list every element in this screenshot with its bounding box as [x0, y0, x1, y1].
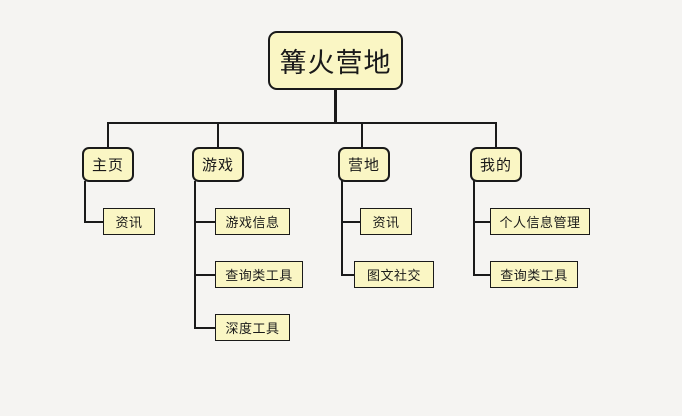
connector-stub-4-1	[473, 221, 491, 223]
node-branch-homepage[interactable]: 主页	[82, 147, 134, 182]
connector-stub-1-1	[84, 221, 104, 223]
node-leaf-mine-profile-management[interactable]: 个人信息管理	[490, 208, 590, 235]
node-leaf-mine-query-tools[interactable]: 查询类工具	[490, 261, 578, 288]
connector-stub-3-2	[341, 274, 361, 276]
node-branch-camp[interactable]: 营地	[338, 147, 390, 182]
node-branch-mine[interactable]: 我的	[470, 147, 522, 182]
connector-spine-branch-3	[341, 181, 343, 275]
connector-bus-to-branch-3	[361, 122, 363, 147]
node-leaf-camp-news[interactable]: 资讯	[360, 208, 412, 235]
connector-horizontal-bus	[108, 122, 497, 124]
node-leaf-games-info[interactable]: 游戏信息	[215, 208, 290, 235]
node-root[interactable]: 篝火营地	[268, 31, 403, 90]
connector-stub-2-2	[194, 274, 216, 276]
connector-spine-branch-1	[84, 181, 86, 222]
connector-bus-to-branch-2	[217, 122, 219, 147]
node-leaf-homepage-news[interactable]: 资讯	[103, 208, 155, 235]
connector-stub-2-3	[194, 327, 216, 329]
connector-spine-branch-2	[194, 181, 196, 328]
connector-stub-4-2	[473, 274, 491, 276]
node-leaf-games-depth-tools[interactable]: 深度工具	[215, 314, 290, 341]
connector-bus-to-branch-4	[495, 122, 497, 147]
connector-stub-2-1	[194, 221, 216, 223]
node-branch-games[interactable]: 游戏	[192, 147, 244, 182]
node-leaf-games-query-tools[interactable]: 查询类工具	[215, 261, 303, 288]
node-leaf-camp-social[interactable]: 图文社交	[354, 261, 434, 288]
connector-bus-to-branch-1	[107, 122, 109, 147]
connector-spine-branch-4	[473, 181, 475, 275]
connector-stub-3-1	[341, 221, 361, 223]
connector-root-stem	[334, 90, 337, 123]
